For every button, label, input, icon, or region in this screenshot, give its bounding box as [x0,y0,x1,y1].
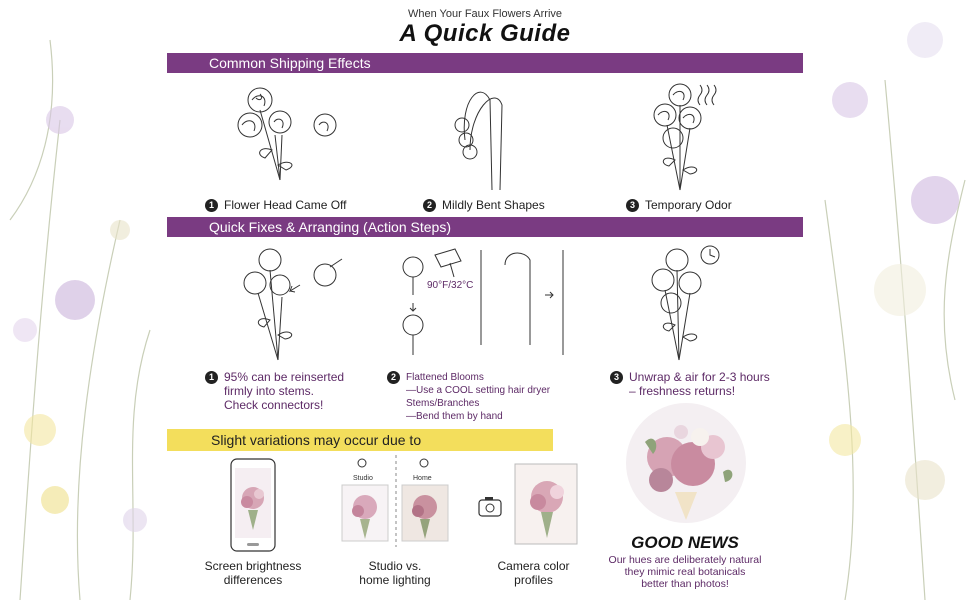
air-out-bouquet-illustration [651,245,720,361]
fix-item-1: 1 95% can be reinserted firmly into stem… [205,370,344,412]
step-number-badge: 1 [205,371,218,384]
step-number-badge: 3 [626,198,639,212]
good-news-line: Our hues are deliberately natural [608,554,762,566]
fix-line: Stems/Branches [406,398,480,409]
studio-label: Studio [353,475,373,482]
fix-line: firmly into stems. [224,384,315,398]
studio-vs-home-illustration [341,455,449,547]
variation-lighting: Studio vs. home lighting [335,559,455,587]
guide-content: When Your Faux Flowers Arrive A Quick Gu… [165,0,805,600]
fix-line: 95% can be reinserted [224,370,345,384]
step-number-badge: 2 [423,198,436,212]
good-news-line: they mimic real botanicals [624,566,746,578]
fix-item-3: 3 Unwrap & air for 2-3 hours – freshness… [610,370,770,398]
kicker-text: When Your Faux Flowers Arrive [407,8,563,20]
left-floral-border [0,0,165,600]
quick-fixes-heading: Quick Fixes & Arranging (Action Steps) [167,217,803,237]
page-title: A Quick Guide [399,20,571,47]
good-news-text: Our hues are deliberately natural they m… [585,554,785,590]
variation-line: Screen brightness [204,559,302,573]
reinsert-flower-illustration [243,248,343,361]
flower-head-off-illustration [237,87,337,181]
good-news-line: better than photos! [641,578,729,590]
right-floral-border [805,0,970,600]
shipping-item-label: Temporary Odor [645,198,732,212]
fix-item-1-text: 95% can be reinserted firmly into stems.… [224,370,344,412]
fix-line: Check connectors! [224,398,324,412]
variation-line: profiles [514,573,553,587]
variation-screen: Screen brightness differences [193,559,313,587]
floral-illustration-left [9,39,151,600]
variation-line: differences [223,573,283,587]
fix-line: Unwrap & air for 2-3 hours [629,370,770,384]
temperature-label: 90°F/32°C [427,280,474,291]
rose-bouquet-odor-illustration [653,83,717,191]
good-news-title: GOOD NEWS [631,533,739,552]
shipping-effects-heading: Common Shipping Effects [167,53,803,73]
shipping-item-3: 3 Temporary Odor [626,198,732,212]
fix-item-2-text: Flattened Blooms —Use a COOL setting hai… [406,371,550,423]
variations-heading: Slight variations may occur due to [167,429,553,451]
variation-line: Studio vs. [368,559,422,573]
shipping-item-label: Flower Head Came Off [224,198,347,212]
camera-illustration [478,463,578,545]
hair-dryer-and-bend-illustration [402,248,564,355]
shipping-item-label: Mildly Bent Shapes [442,198,545,212]
bouquet-photo [626,403,746,523]
fix-item-2: 2 Flattened Blooms —Use a COOL setting h… [387,371,550,423]
step-number-badge: 1 [205,198,218,212]
shipping-item-2: 2 Mildly Bent Shapes [423,198,545,212]
floral-illustration-right [824,22,966,600]
smartphone-illustration [230,458,276,552]
fix-line: – freshness returns! [629,384,736,398]
fix-line: —Use a COOL setting hair dryer [406,385,551,396]
fix-item-3-text: Unwrap & air for 2-3 hours – freshness r… [629,370,770,398]
variation-line: Camera color [497,559,570,573]
fix-line: Flattened Blooms [406,372,484,383]
home-label: Home [413,475,432,482]
variation-line: home lighting [359,573,431,587]
fix-line: —Bend them by hand [406,411,503,422]
shipping-item-1: 1 Flower Head Came Off [205,198,347,212]
bent-stems-illustration [454,91,503,191]
step-number-badge: 3 [610,371,623,384]
variation-camera: Camera color profiles [476,559,591,587]
step-number-badge: 2 [387,371,400,384]
